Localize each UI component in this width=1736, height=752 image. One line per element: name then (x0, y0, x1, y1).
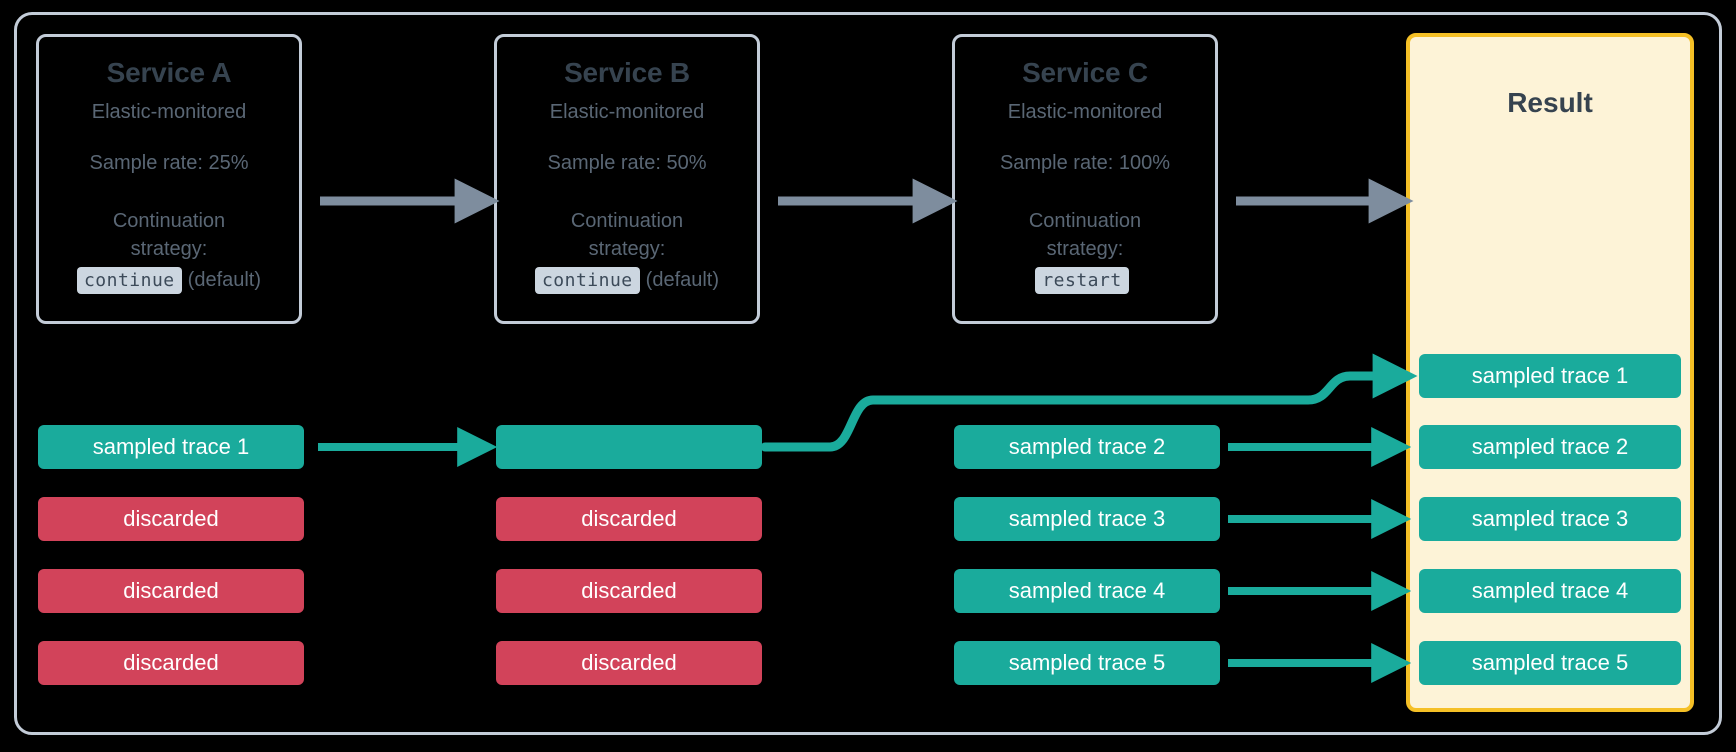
service-c-sample-rate: Sample rate: 100% (999, 152, 1171, 174)
service-c-strategy-line: restart (955, 266, 1215, 294)
trace-pill-c-4-label: sampled trace 5 (1008, 650, 1166, 675)
trace-pill-a-1-label: sampled trace 1 (92, 434, 250, 459)
service-a-title: Service A (106, 57, 232, 88)
service-b-strategy-value: continue (534, 266, 640, 294)
service-b-strategy-label: Continuation (570, 210, 684, 232)
service-c-strategy-label: Continuation (1028, 210, 1142, 232)
service-b-strategy-line: continue(default) (497, 266, 757, 294)
service-card-c: Service C Elastic-monitored Sample rate:… (952, 34, 1218, 324)
service-a-strategy-label2: strategy: (130, 238, 208, 261)
trace-pill-c-1-label: sampled trace 2 (1008, 434, 1166, 459)
service-a-strategy-label: Continuation (112, 210, 226, 232)
trace-pill-c-4: sampled trace 5 (954, 641, 1220, 685)
trace-pill-result-2: sampled trace 2 (1419, 425, 1681, 469)
trace-pill-result-5-label: sampled trace 5 (1471, 650, 1629, 675)
trace-pill-a-1: sampled trace 1 (38, 425, 304, 469)
service-c-title: Service C (1022, 57, 1148, 88)
trace-pill-c-2: sampled trace 3 (954, 497, 1220, 541)
service-a-sample-rate: Sample rate: 25% (89, 152, 249, 174)
trace-pill-a-4: discarded (38, 641, 304, 685)
trace-pill-a-2: discarded (38, 497, 304, 541)
service-b-strategy-note: (default) (645, 268, 720, 291)
service-b-strategy: Continuation strategy: continue(default) (497, 207, 757, 294)
diagram-outer-frame (14, 12, 1722, 735)
service-a-strategy: Continuation strategy: continue(default) (39, 207, 299, 294)
trace-pill-result-3-label: sampled trace 3 (1471, 506, 1629, 531)
trace-pill-c-2-label: sampled trace 3 (1008, 506, 1166, 531)
trace-pill-a-3-label: discarded (123, 578, 219, 603)
trace-pill-a-4-label: discarded (123, 650, 219, 675)
service-c-strategy-value: restart (1035, 266, 1129, 294)
service-card-b: Service B Elastic-monitored Sample rate:… (494, 34, 760, 324)
result-title: Result (1507, 87, 1593, 118)
service-c-monitored: Elastic-monitored (1007, 101, 1163, 123)
trace-pill-result-1-label: sampled trace 1 (1471, 363, 1629, 388)
service-a-strategy-line: continue(default) (39, 266, 299, 294)
trace-pill-c-1: sampled trace 2 (954, 425, 1220, 469)
trace-pill-result-5: sampled trace 5 (1419, 641, 1681, 685)
trace-pill-b-3: discarded (496, 569, 762, 613)
service-b-strategy-label2: strategy: (588, 238, 666, 261)
trace-pill-result-2-label: sampled trace 2 (1471, 434, 1629, 459)
service-b-monitored: Elastic-monitored (549, 101, 705, 123)
trace-pill-b-4-label: discarded (581, 650, 677, 675)
service-a-strategy-value: continue (76, 266, 182, 294)
service-a-strategy-note: (default) (187, 268, 262, 291)
trace-pill-a-3: discarded (38, 569, 304, 613)
trace-pill-c-3-label: sampled trace 4 (1008, 578, 1166, 603)
service-c-strategy-label2: strategy: (1046, 238, 1124, 261)
trace-pill-b-2-label: discarded (581, 506, 677, 531)
trace-pill-result-3: sampled trace 3 (1419, 497, 1681, 541)
service-b-sample-rate: Sample rate: 50% (547, 152, 707, 174)
trace-pill-result-1: sampled trace 1 (1419, 354, 1681, 398)
service-card-a: Service A Elastic-monitored Sample rate:… (36, 34, 302, 324)
service-a-monitored: Elastic-monitored (91, 101, 247, 123)
trace-pill-result-4-label: sampled trace 4 (1471, 578, 1629, 603)
trace-pill-b-2: discarded (496, 497, 762, 541)
service-c-strategy: Continuation strategy: restart (955, 207, 1215, 294)
trace-pill-b-3-label: discarded (581, 578, 677, 603)
trace-pill-b-4: discarded (496, 641, 762, 685)
trace-pill-result-4: sampled trace 4 (1419, 569, 1681, 613)
trace-pill-c-3: sampled trace 4 (954, 569, 1220, 613)
trace-pill-a-2-label: discarded (123, 506, 219, 531)
service-b-title: Service B (564, 57, 690, 88)
trace-pill-b-1 (496, 425, 762, 469)
